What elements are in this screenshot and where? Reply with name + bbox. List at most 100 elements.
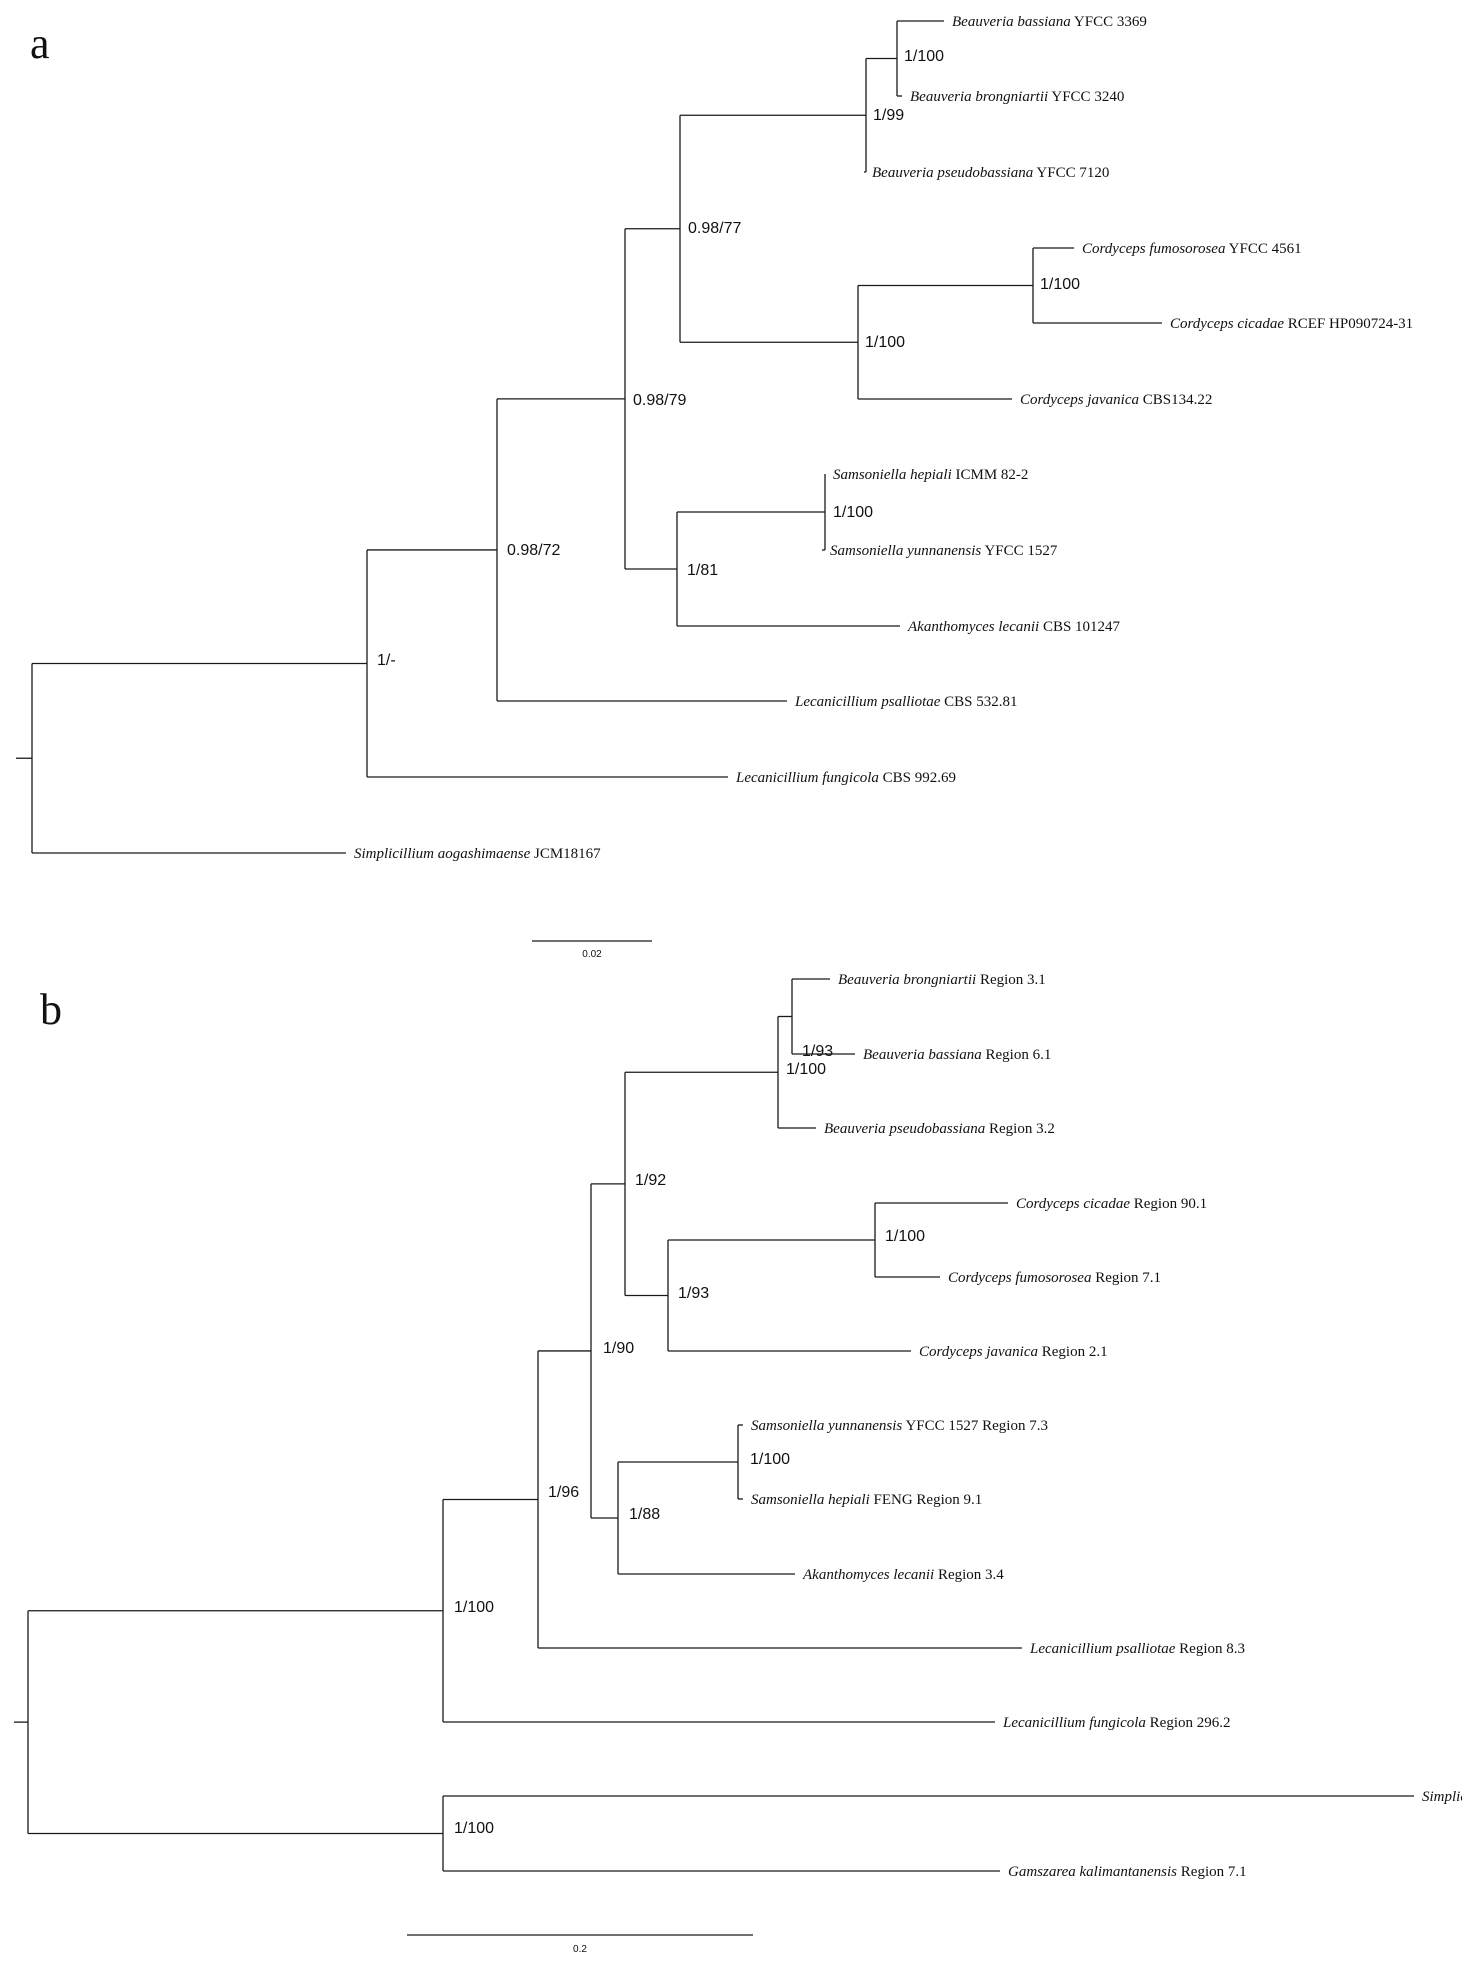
taxon-strain-label: YFCC 1527 Region 7.3 [902,1418,1048,1434]
support-value: 0.98/79 [633,392,686,409]
taxon-label-beauveria-pseudobassiana: Beauveria pseudobassiana Region 3.2 [824,1121,1055,1137]
taxon-species-name: Akanthomyces lecanii [802,1567,934,1583]
taxon-species-name: Cordyceps cicadae [1170,316,1284,332]
taxon-strain-label: YFCC 3369 [1071,14,1147,30]
taxon-species-name: Beauveria brongniartii [910,89,1048,105]
taxon-strain-label: CBS134.22 [1139,392,1212,408]
taxon-strain-label: CBS 532.81 [940,694,1017,710]
taxon-species-name: Cordyceps javanica [919,1344,1038,1360]
taxon-strain-label: Region 90.1 [1130,1196,1207,1212]
taxon-species-name: Lecanicillium fungicola [1002,1715,1146,1731]
taxon-strain-label: Region 8.3 [1175,1641,1245,1657]
support-value: 1/88 [629,1506,660,1523]
support-value: 1/100 [1040,276,1080,293]
support-value: 1/96 [548,1484,579,1501]
taxon-label-cordyceps-cicadae: Cordyceps cicadae Region 90.1 [1016,1196,1207,1212]
panel-label-b: b [40,985,62,1034]
support-value: 1/100 [454,1599,494,1616]
taxon-strain-label: YFCC 3240 [1048,89,1124,105]
taxon-species-name: Beauveria brongniartii [838,972,976,988]
taxon-strain-label: YFCC 4561 [1225,241,1301,257]
taxon-label-lecanicillium-fungicola: Lecanicillium fungicola CBS 992.69 [735,770,956,786]
taxon-label-samsoniella-yunnanensis: Samsoniella yunnanensis YFCC 1527 [830,543,1058,559]
taxon-label-samsoniella-yunnanensis: Samsoniella yunnanensis YFCC 1527 Region… [751,1418,1048,1434]
taxon-species-name: Beauveria bassiana [863,1047,982,1063]
taxon-species-name: Lecanicillium psalliotae [794,694,941,710]
taxon-strain-label: Region 6.1 [982,1047,1052,1063]
taxon-species-name: Cordyceps fumosorosea [948,1270,1091,1286]
support-value: 1/100 [833,504,873,521]
taxon-species-name: Cordyceps javanica [1020,392,1139,408]
support-value: 1/100 [454,1820,494,1837]
taxon-label-lecanicillium-psalliotae: Lecanicillium psalliotae CBS 532.81 [794,694,1018,710]
taxon-species-name: Cordyceps cicadae [1016,1196,1130,1212]
taxon-label-beauveria-bassiana: Beauveria bassiana YFCC 3369 [952,14,1147,30]
support-value: 0.98/77 [688,220,741,237]
taxon-strain-label: CBS 101247 [1039,619,1120,635]
taxon-strain-label: CBS 992.69 [879,770,956,786]
taxon-label-beauveria-pseudobassiana: Beauveria pseudobassiana YFCC 7120 [872,165,1109,181]
scale-bar-label: 0.2 [573,1944,587,1955]
taxon-label-akanthomyces-lecanii: Akanthomyces lecanii Region 3.4 [802,1567,1004,1583]
taxon-label-cordyceps-fumosorosea: Cordyceps fumosorosea Region 7.1 [948,1270,1161,1286]
taxon-label-cordyceps-fumosorosea: Cordyceps fumosorosea YFCC 4561 [1082,241,1302,257]
taxon-label-akanthomyces-lecanii: Akanthomyces lecanii CBS 101247 [907,619,1121,635]
taxon-strain-label: Region 3.2 [985,1121,1055,1137]
taxon-strain-label: Region 296.2 [1146,1715,1231,1731]
taxon-label-lecanicillium-fungicola: Lecanicillium fungicola Region 296.2 [1002,1715,1231,1731]
taxon-species-name: Cordyceps fumosorosea [1082,241,1225,257]
taxon-strain-label: YFCC 1527 [981,543,1058,559]
taxon-strain-label: ICMM 82-2 [952,467,1029,483]
support-value: 1/99 [873,107,904,124]
support-value: 1/100 [786,1061,826,1078]
taxon-species-name: Lecanicillium fungicola [735,770,879,786]
support-value: 1/- [377,652,396,669]
taxon-label-lecanicillium-psalliotae: Lecanicillium psalliotae Region 8.3 [1029,1641,1245,1657]
taxon-label-simplicillium-aogashimaense: Simplicillium aogashimaense Region 10.1 [1422,1789,1462,1805]
taxon-label-gamszarea-kalimantanensis: Gamszarea kalimantanensis Region 7.1 [1008,1864,1247,1880]
taxon-strain-label: Region 3.4 [934,1567,1004,1583]
taxon-label-beauveria-brongniartii: Beauveria brongniartii YFCC 3240 [910,89,1124,105]
support-value: 1/90 [603,1340,634,1357]
support-value: 1/93 [678,1285,709,1302]
taxon-strain-label: Region 7.1 [1177,1864,1247,1880]
support-value: 1/100 [865,334,905,351]
taxon-label-samsoniella-hepiali: Samsoniella hepiali ICMM 82-2 [833,467,1028,483]
taxon-strain-label: FENG Region 9.1 [870,1492,983,1508]
taxon-species-name: Gamszarea kalimantanensis [1008,1864,1177,1880]
support-value: 0.98/72 [507,542,560,559]
support-value: 1/100 [885,1228,925,1245]
taxon-strain-label: RCEF HP090724-31 [1284,316,1413,332]
taxon-species-name: Lecanicillium psalliotae [1029,1641,1176,1657]
taxon-strain-label: Region 3.1 [976,972,1046,988]
taxon-strain-label: JCM18167 [530,846,601,862]
taxon-species-name: Samsoniella hepiali [833,467,952,483]
taxon-species-name: Simplicillium aogashimaense [1422,1789,1462,1805]
taxon-species-name: Akanthomyces lecanii [907,619,1039,635]
taxon-species-name: Samsoniella hepiali [751,1492,870,1508]
support-value: 1/81 [687,562,718,579]
taxon-strain-label: Region 2.1 [1038,1344,1108,1360]
taxon-species-name: Beauveria bassiana [952,14,1071,30]
taxon-species-name: Samsoniella yunnanensis [751,1418,902,1434]
taxon-label-cordyceps-javanica: Cordyceps javanica Region 2.1 [919,1344,1108,1360]
panel-label-a: a [30,19,50,68]
taxon-species-name: Simplicillium aogashimaense [354,846,531,862]
taxon-label-beauveria-bassiana: Beauveria bassiana Region 6.1 [863,1047,1051,1063]
support-value: 1/93 [802,1043,833,1060]
taxon-label-samsoniella-hepiali: Samsoniella hepiali FENG Region 9.1 [751,1492,982,1508]
support-value: 1/100 [904,48,944,65]
taxon-species-name: Samsoniella yunnanensis [830,543,981,559]
taxon-label-cordyceps-javanica: Cordyceps javanica CBS134.22 [1020,392,1212,408]
support-value: 1/100 [750,1451,790,1468]
scale-bar-label: 0.02 [582,949,602,960]
taxon-label-simplicillium-aogashimaense: Simplicillium aogashimaense JCM18167 [354,846,601,862]
support-value: 1/92 [635,1172,666,1189]
taxon-strain-label: YFCC 7120 [1033,165,1109,181]
taxon-species-name: Beauveria pseudobassiana [872,165,1033,181]
taxon-label-cordyceps-cicadae: Cordyceps cicadae RCEF HP090724-31 [1170,316,1413,332]
taxon-label-beauveria-brongniartii: Beauveria brongniartii Region 3.1 [838,972,1046,988]
